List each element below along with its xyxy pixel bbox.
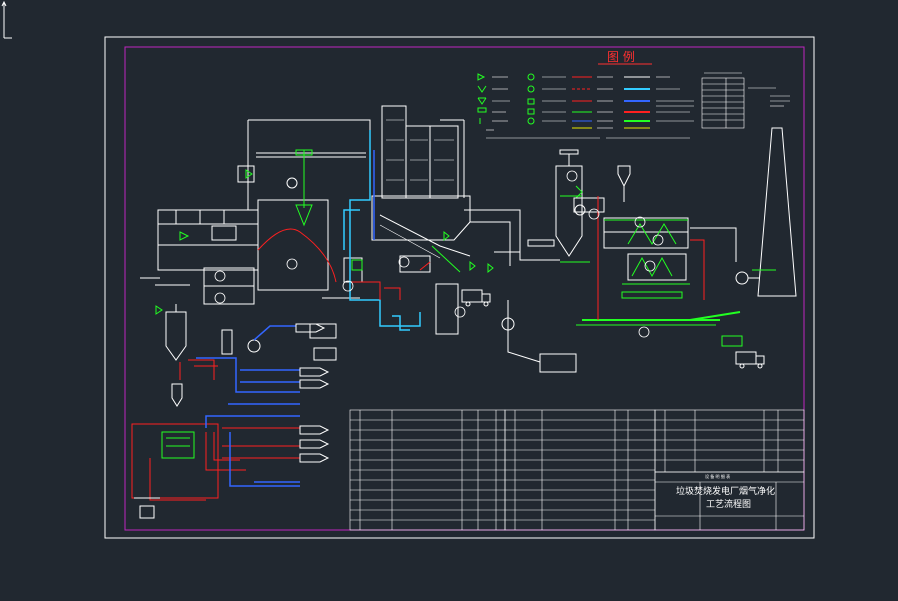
drawing-frame bbox=[104, 36, 815, 539]
spray-dryer-tower bbox=[555, 149, 583, 257]
slurry-lines bbox=[131, 359, 300, 501]
waste-bunker bbox=[140, 119, 371, 305]
legend: 图 例 bbox=[477, 50, 694, 139]
id-fan-duct bbox=[690, 227, 760, 285]
lime-feed-lines bbox=[196, 325, 300, 487]
ucs-axis-icon bbox=[1, 0, 12, 39]
stack-icon bbox=[752, 127, 797, 297]
flue-gas-duct-1 bbox=[257, 228, 337, 283]
parts-table-mid bbox=[504, 409, 656, 531]
legend-title: 图 例 bbox=[607, 50, 635, 64]
drawing-title-line1: 垃圾焚烧发电厂烟气净化 bbox=[676, 485, 775, 497]
flue-gas-duct-2 bbox=[352, 261, 431, 300]
cyclone-icon bbox=[617, 165, 631, 202]
silo-icon bbox=[165, 304, 187, 407]
water-circuit bbox=[343, 130, 421, 331]
spec-table bbox=[701, 72, 790, 129]
baghouse-filter bbox=[603, 217, 689, 281]
parts-table-right bbox=[654, 409, 805, 473]
truck-icon bbox=[461, 289, 491, 307]
legend-valve-icon bbox=[477, 73, 487, 124]
incinerator-boiler bbox=[322, 105, 471, 335]
parts-table-left bbox=[349, 409, 506, 531]
flue-gas-duct-3 bbox=[597, 196, 705, 320]
item-balloons bbox=[214, 170, 664, 338]
parts-table-header: 设 备 明 细 表 bbox=[705, 473, 730, 479]
title-block bbox=[654, 471, 805, 531]
truck-icon bbox=[735, 351, 765, 369]
drawing-title-line2: 工艺流程图 bbox=[706, 498, 751, 510]
flue-gas-main bbox=[464, 209, 560, 266]
grab-crane-icon bbox=[286, 149, 313, 227]
